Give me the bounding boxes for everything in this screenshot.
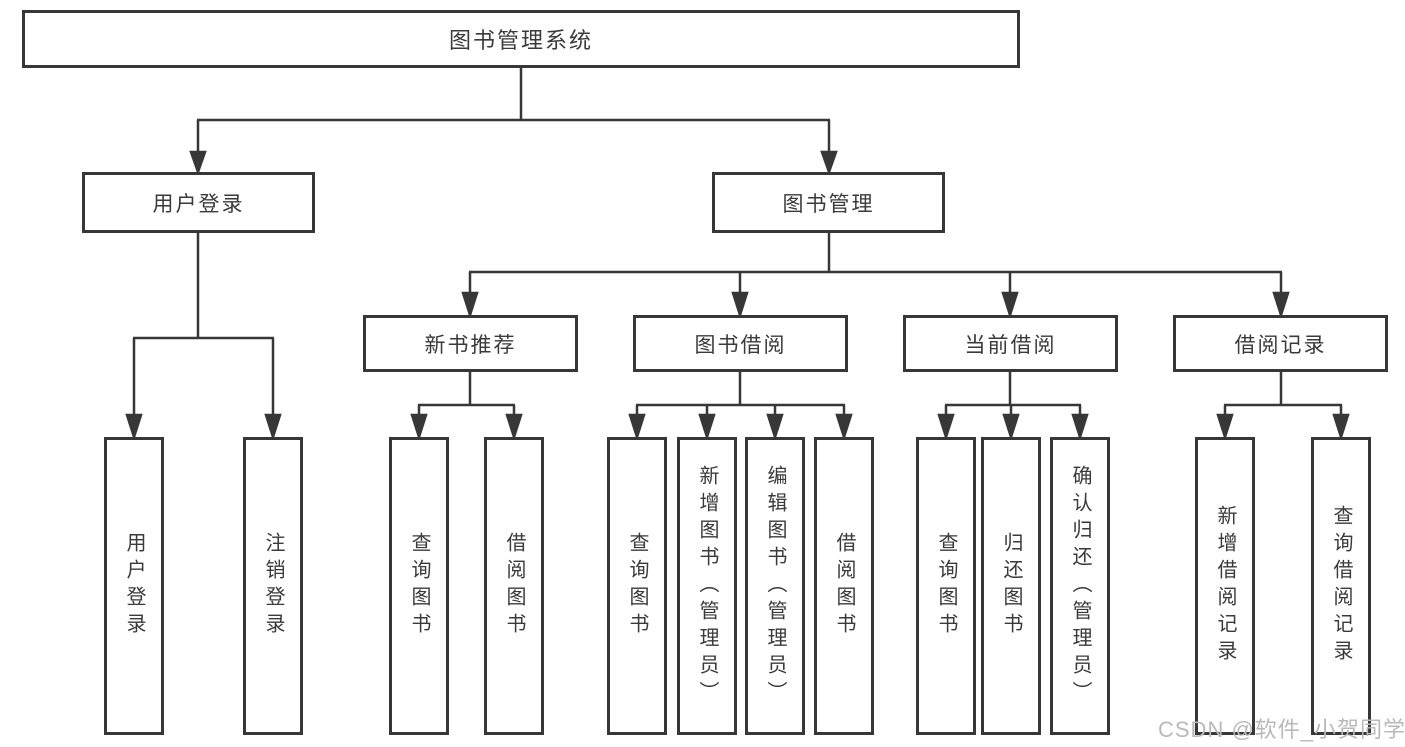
- node-label: 用户登录: [152, 192, 245, 216]
- leaf-confirm-return-admin: 确认归还（管理员）: [1050, 437, 1110, 735]
- node-new-book-recommend: 新书推荐: [363, 315, 578, 372]
- node-label: 图书借阅: [694, 333, 787, 357]
- node-label: 新书推荐: [424, 333, 517, 357]
- leaf-borrow-book: 借阅图书: [814, 437, 874, 735]
- node-label: 查询图书: [935, 532, 957, 640]
- node-label: 图书管理: [782, 192, 875, 216]
- node-root: 图书管理系统: [22, 10, 1020, 68]
- leaf-add-borrow-record: 新增借阅记录: [1195, 437, 1255, 735]
- node-label: 当前借阅: [964, 333, 1057, 357]
- leaf-query-book-borrow: 查询图书: [607, 437, 667, 735]
- node-current-borrow: 当前借阅: [903, 315, 1118, 372]
- node-label: 查询借阅记录: [1330, 505, 1352, 667]
- node-user-login: 用户登录: [82, 172, 315, 233]
- node-label: 查询图书: [626, 532, 648, 640]
- node-label: 归还图书: [1000, 532, 1022, 640]
- node-borrow-records: 借阅记录: [1173, 315, 1388, 372]
- node-label: 用户登录: [123, 532, 145, 640]
- watermark: CSDN @软件_小贺同学: [1158, 717, 1405, 742]
- node-label: 借阅记录: [1234, 333, 1327, 357]
- node-book-management: 图书管理: [712, 172, 945, 233]
- leaf-borrow-book-recommend: 借阅图书: [484, 437, 544, 735]
- node-label: 注销登录: [262, 532, 284, 640]
- leaf-query-book-current: 查询图书: [916, 437, 976, 735]
- node-label: 借阅图书: [503, 532, 525, 640]
- node-label: 新增借阅记录: [1214, 505, 1236, 667]
- node-label: 确认归还（管理员）: [1069, 464, 1091, 708]
- leaf-query-book-recommend: 查询图书: [389, 437, 449, 735]
- leaf-return-book: 归还图书: [981, 437, 1041, 735]
- leaf-query-borrow-record: 查询借阅记录: [1311, 437, 1371, 735]
- node-book-borrow: 图书借阅: [633, 315, 848, 372]
- node-label: 查询图书: [408, 532, 430, 640]
- leaf-logout: 注销登录: [243, 437, 303, 735]
- node-label: 图书管理系统: [448, 28, 593, 53]
- node-label: 编辑图书（管理员）: [764, 464, 786, 708]
- node-label: 新增图书（管理员）: [696, 464, 718, 708]
- leaf-user-login: 用户登录: [104, 437, 164, 735]
- leaf-add-book-admin: 新增图书（管理员）: [677, 437, 737, 735]
- leaf-edit-book-admin: 编辑图书（管理员）: [745, 437, 805, 735]
- node-label: 借阅图书: [833, 532, 855, 640]
